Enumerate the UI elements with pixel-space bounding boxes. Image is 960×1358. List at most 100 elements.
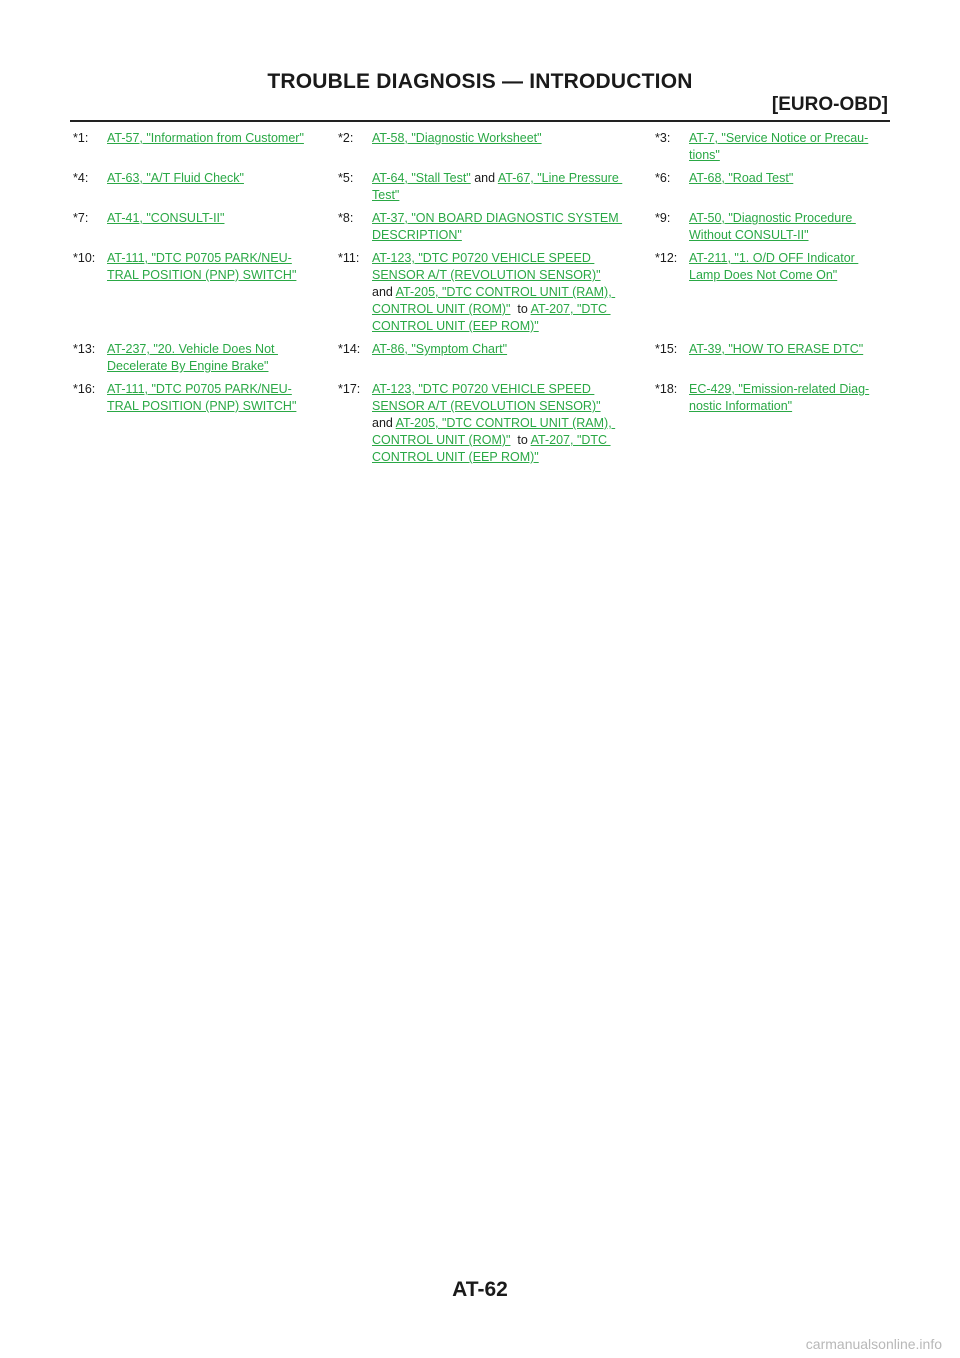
cross-reference-link[interactable]: AT-123, "DTC P0720 VEHICLE SPEED [372, 251, 595, 265]
cross-reference-link[interactable]: SENSOR A/T (REVOLUTION SENSOR)" [372, 268, 601, 282]
cross-reference-link[interactable]: Decelerate By Engine Brake" [107, 359, 269, 373]
reference-item: *9: AT-50, "Diagnostic Procedure Without … [655, 210, 893, 244]
cross-reference-link[interactable]: CONTROL UNIT (ROM)" [372, 433, 511, 447]
reference-row: *1: AT-57, "Information from Customer" *2:… [73, 130, 893, 164]
reference-line: AT-237, "20. Vehicle Does Not [107, 341, 278, 358]
page-number: AT-62 [452, 1278, 508, 1301]
reference-row: *10: AT-111, "DTC P0705 PARK/NEU- TRAL POS… [73, 250, 893, 335]
reference-text: AT-86, "Symptom Chart" [372, 341, 507, 375]
cross-reference-link[interactable]: CONTROL UNIT (EEP ROM)" [372, 450, 539, 464]
cross-reference-link[interactable]: AT-39, "HOW TO ERASE DTC" [689, 342, 864, 356]
cross-reference-link[interactable]: Without CONSULT-II" [689, 228, 809, 242]
reference-marker: *1: [73, 131, 89, 145]
reference-marker: *11: [338, 251, 360, 265]
reference-row: *16:AT-111, "DTC P0705 PARK/NEU-TRAL POS… [73, 381, 893, 466]
reference-item: *8: AT-37, "ON BOARD DIAGNOSTIC SYSTEM DE… [338, 210, 655, 244]
reference-line: AT-111, "DTC P0705 PARK/NEU- [107, 381, 296, 398]
reference-line: CONTROL UNIT (EEP ROM)" [372, 318, 615, 335]
reference-marker: *6: [655, 171, 671, 185]
reference-item: *7:AT-41, "CONSULT-II" [73, 210, 338, 244]
reference-line: DESCRIPTION" [372, 227, 622, 244]
reference-item: *17:AT-123, "DTC P0720 VEHICLE SPEED SEN… [338, 381, 655, 466]
reference-line: Lamp Does Not Come On" [689, 267, 858, 284]
cross-reference-link[interactable]: tions" [689, 148, 720, 162]
cross-reference-link[interactable]: Lamp Does Not Come On" [689, 268, 838, 282]
reference-line: AT-86, "Symptom Chart" [372, 341, 507, 358]
reference-marker: *2: [338, 131, 354, 145]
reference-line: AT-37, "ON BOARD DIAGNOSTIC SYSTEM [372, 210, 622, 227]
page-title: TROUBLE DIAGNOSIS — INTRODUCTION [267, 70, 693, 93]
cross-reference-link[interactable]: AT-68, "Road Test" [689, 171, 794, 185]
reference-item: *2: AT-58, "Diagnostic Worksheet" [338, 130, 655, 164]
cross-reference-link[interactable]: AT-57, "Information from Customer" [107, 131, 304, 145]
reference-marker: *13: [73, 342, 96, 356]
reference-marker: *5: [338, 171, 354, 185]
reference-line: nostic Information" [689, 398, 869, 415]
reference-text: AT-111, "DTC P0705 PARK/NEU- TRAL POSITIO… [107, 381, 296, 466]
cross-reference-link[interactable]: AT-211, "1. O/D OFF Indicator [689, 251, 859, 265]
cross-reference-link[interactable]: CONTROL UNIT (ROM)" [372, 302, 511, 316]
reference-row: *7:AT-41, "CONSULT-II"*8: AT-37, "ON BOAR… [73, 210, 893, 244]
connector-text: to [510, 302, 531, 316]
reference-line: AT-41, "CONSULT-II" [107, 210, 224, 227]
reference-text: AT-123, "DTC P0720 VEHICLE SPEED SENSOR … [372, 250, 615, 335]
reference-marker: *9: [655, 211, 671, 225]
reference-row: *13: AT-237, "20. Vehicle Does Not Decele… [73, 341, 893, 375]
reference-item: *11: AT-123, "DTC P0720 VEHICLE SPEED SEN… [338, 250, 655, 335]
connector-text: and [470, 171, 498, 185]
cross-reference-link[interactable]: AT-111, "DTC P0705 PARK/NEU- [107, 382, 292, 396]
reference-item: *16:AT-111, "DTC P0705 PARK/NEU-TRAL POS… [73, 381, 338, 466]
reference-text: AT-68, "Road Test" [689, 170, 793, 204]
reference-line: AT-57, "Information from Customer" [107, 130, 304, 147]
watermark: carmanualsonline.info [805, 1336, 942, 1352]
cross-reference-link[interactable]: AT-205, "DTC CONTROL UNIT (RAM), [395, 285, 616, 299]
cross-reference-link[interactable]: TRAL POSITION (PNP) SWITCH" [107, 399, 297, 413]
cross-reference-link[interactable]: AT-50, "Diagnostic Procedure [689, 211, 856, 225]
cross-reference-link[interactable]: nostic Information" [689, 399, 793, 413]
cross-reference-link[interactable]: AT-64, "Stall Test" [372, 171, 471, 185]
cross-reference-link[interactable]: AT-207, "DTC [530, 433, 611, 447]
header-divider [70, 120, 890, 122]
cross-reference-link[interactable]: AT-111, "DTC P0705 PARK/NEU- [107, 251, 292, 265]
reference-marker: *14: [338, 342, 361, 356]
cross-reference-link[interactable]: AT-67, "Line Pressure [497, 171, 623, 185]
reference-marker: *8: [338, 211, 354, 225]
cross-reference-link[interactable]: Test" [372, 188, 400, 202]
reference-item: *18:EC-429, "Emission-related Diag-nosti… [655, 381, 893, 466]
cross-reference-link[interactable]: AT-237, "20. Vehicle Does Not [107, 342, 278, 356]
cross-reference-link[interactable]: DESCRIPTION" [372, 228, 462, 242]
cross-reference-link[interactable]: CONTROL UNIT (EEP ROM)" [372, 319, 539, 333]
reference-marker: *10: [73, 251, 96, 265]
cross-reference-link[interactable]: SENSOR A/T (REVOLUTION SENSOR)" [372, 399, 601, 413]
connector-text: and [372, 416, 396, 430]
cross-reference-link[interactable]: AT-37, "ON BOARD DIAGNOSTIC SYSTEM [372, 211, 623, 225]
reference-text: AT-58, "Diagnostic Worksheet" [372, 130, 542, 164]
reference-marker: *3: [655, 131, 671, 145]
reference-line: AT-64, "Stall Test" and AT-67, "Line Pre… [372, 170, 622, 187]
reference-text: AT-41, "CONSULT-II" [107, 210, 224, 244]
cross-reference-link[interactable]: AT-123, "DTC P0720 VEHICLE SPEED [372, 382, 595, 396]
reference-item: *5: AT-64, "Stall Test" and AT-67, "Line … [338, 170, 655, 204]
reference-text: AT-123, "DTC P0720 VEHICLE SPEED SENSOR … [372, 381, 615, 466]
cross-reference-link[interactable]: AT-63, "A/T Fluid Check" [107, 171, 244, 185]
connector-text: and [372, 285, 396, 299]
reference-line: SENSOR A/T (REVOLUTION SENSOR)" [372, 267, 615, 284]
cross-reference-link[interactable]: TRAL POSITION (PNP) SWITCH" [107, 268, 297, 282]
reference-text: AT-211, "1. O/D OFF Indicator Lamp Does … [689, 250, 858, 335]
reference-line: TRAL POSITION (PNP) SWITCH" [107, 267, 296, 284]
reference-text: AT-7, "Service Notice or Precau-tions" [689, 130, 868, 164]
reference-text: EC-429, "Emission-related Diag-nostic In… [689, 381, 869, 466]
cross-reference-link[interactable]: EC-429, "Emission-related Diag- [689, 382, 870, 396]
cross-reference-link[interactable]: AT-7, "Service Notice or Precau- [689, 131, 869, 145]
reference-line: tions" [689, 147, 868, 164]
cross-reference-link[interactable]: AT-41, "CONSULT-II" [107, 211, 225, 225]
cross-reference-link[interactable]: AT-205, "DTC CONTROL UNIT (RAM), [395, 416, 616, 430]
cross-reference-link[interactable]: AT-86, "Symptom Chart" [372, 342, 508, 356]
cross-reference-link[interactable]: AT-58, "Diagnostic Worksheet" [372, 131, 542, 145]
reference-line: AT-111, "DTC P0705 PARK/NEU- [107, 250, 296, 267]
cross-reference-link[interactable]: AT-207, "DTC [530, 302, 611, 316]
reference-item: *1: AT-57, "Information from Customer" [73, 130, 338, 164]
reference-line: Without CONSULT-II" [689, 227, 856, 244]
reference-text: AT-63, "A/T Fluid Check" [107, 170, 244, 204]
reference-line: CONTROL UNIT (ROM)" to AT-207, "DTC [372, 432, 615, 449]
